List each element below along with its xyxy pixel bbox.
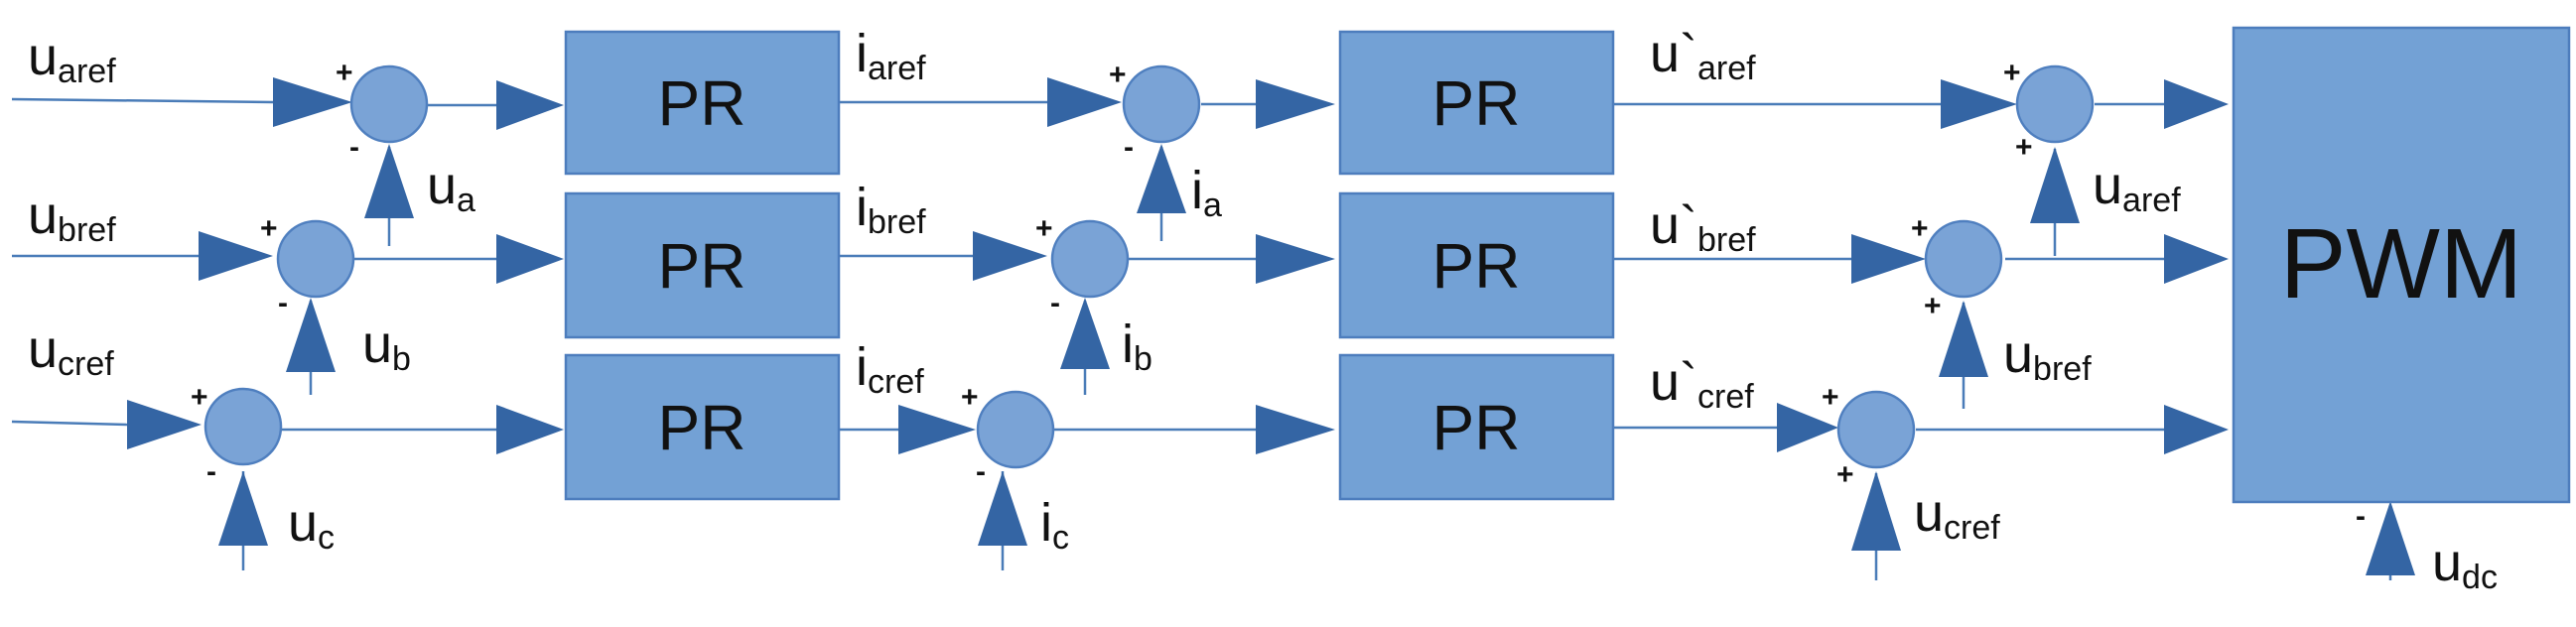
arrow-c-sum3: [1777, 403, 1838, 452]
pr-label-current-b: PR: [658, 230, 746, 302]
label-u-aref-feedforward: uaref: [2093, 156, 2181, 219]
sign-b1-plus: +: [260, 212, 278, 245]
pr-label-voltage-c: PR: [1432, 392, 1521, 463]
arrow-b-fb2: [1060, 298, 1110, 369]
arrow-a-fb2: [1137, 144, 1186, 213]
arrow-c-pwm: [2164, 405, 2229, 454]
sign-a1-plus: +: [336, 57, 353, 89]
sign-c2-plus: +: [961, 381, 979, 414]
label-u-c-feedback: uc: [288, 493, 335, 557]
label-u-prime-aref: u`aref: [1650, 24, 1756, 87]
label-u-prime-bref: u`bref: [1650, 195, 1756, 259]
sign-a3-plus: +: [2003, 57, 2021, 89]
sign-c2-minus: -: [976, 455, 986, 488]
label-u-dc: udc: [2432, 533, 2498, 596]
sign-b2-plus: +: [1035, 212, 1053, 245]
label-u-cref-feedforward: ucref: [1914, 483, 2000, 547]
sum-a-2: [1122, 64, 1201, 144]
label-i-bref: ibref: [856, 178, 926, 241]
label-u-cref-input: ucref: [28, 319, 114, 383]
label-u-b-feedback: ub: [362, 314, 411, 378]
arrow-b-pr1: [496, 234, 564, 284]
sign-c1-minus: -: [206, 455, 216, 488]
arrow-a-fb1: [364, 144, 414, 218]
label-i-cref: icref: [856, 337, 924, 401]
label-u-aref-input: uaref: [28, 27, 116, 90]
pr-block-voltage-c: [1338, 353, 1615, 501]
pr-block-voltage-a: [1338, 30, 1615, 176]
sum-c-1: [203, 387, 283, 466]
arrow-a-pr1: [496, 80, 564, 130]
arrow-a-pwm: [2164, 79, 2229, 129]
pr-label-current-a: PR: [658, 67, 746, 139]
arrow-a-sum3: [1941, 79, 2017, 129]
label-u-a-feedback: ua: [427, 156, 475, 219]
arrow-c-in: [127, 400, 202, 449]
sign-c3-plus-bottom: +: [1836, 458, 1854, 491]
pr-label-voltage-b: PR: [1432, 230, 1521, 302]
sign-a2-plus: +: [1109, 59, 1127, 91]
pr-label-current-c: PR: [658, 392, 746, 463]
arrow-c-fb1: [218, 471, 268, 546]
pr-block-current-a: [564, 30, 841, 176]
sign-c3-plus: +: [1822, 381, 1839, 414]
arrow-b-sum2: [973, 231, 1047, 281]
arrow-b-sum3: [1851, 234, 1926, 284]
arrow-c-fb3: [1851, 471, 1901, 551]
arrow-b-pr2: [1256, 234, 1335, 284]
sign-a3-plus-bottom: +: [2015, 131, 2033, 164]
arrow-a-in: [273, 77, 352, 127]
pr-block-current-c: [564, 353, 841, 501]
pr-label-voltage-a: PR: [1432, 67, 1521, 139]
arrow-a-pr2: [1256, 79, 1335, 129]
arrow-c-pr1: [496, 405, 564, 454]
arrow-udc: [2366, 501, 2415, 575]
arrow-b-in: [199, 231, 273, 281]
label-i-c-feedback: ic: [1040, 493, 1069, 557]
label-u-prime-cref: u`cref: [1650, 352, 1754, 416]
arrow-c-pr2: [1256, 405, 1335, 454]
label-i-aref: iaref: [856, 24, 926, 87]
sign-b3-plus: +: [1911, 212, 1929, 245]
sum-a-3: [2015, 64, 2095, 144]
label-u-bref-feedforward: ubref: [2003, 324, 2092, 388]
sign-b2-minus: -: [1050, 287, 1060, 319]
arrow-b-fb1: [286, 298, 336, 372]
sum-b-2: [1050, 219, 1130, 299]
sign-c1-plus: +: [191, 381, 208, 414]
sign-udc-minus: -: [2356, 500, 2366, 533]
arrow-a-sum2: [1047, 77, 1122, 127]
sum-c-2: [976, 390, 1055, 469]
label-u-bref-input: ubref: [28, 186, 116, 249]
wire-a-input: [11, 97, 274, 104]
arrow-b-fb3: [1939, 301, 1988, 377]
sum-a-1: [349, 64, 429, 144]
sum-b-3: [1924, 219, 2003, 299]
arrow-c-sum2: [898, 405, 976, 454]
arrow-c-fb2: [978, 471, 1027, 546]
arrow-a-fb3: [2030, 147, 2080, 223]
wire-c-input: [11, 420, 128, 427]
label-i-b-feedback: ib: [1122, 314, 1152, 378]
pwm-block: [2232, 26, 2571, 504]
sign-a2-minus: -: [1124, 131, 1134, 164]
sum-b-1: [276, 219, 355, 299]
sign-b1-minus: -: [278, 287, 288, 319]
pr-block-current-b: [564, 191, 841, 339]
pwm-label: PWM: [2280, 208, 2522, 319]
sum-c-3: [1836, 390, 1916, 469]
arrow-b-pwm: [2164, 234, 2229, 284]
sign-a1-minus: -: [349, 131, 359, 164]
pr-block-voltage-b: [1338, 191, 1615, 339]
sign-b3-plus-bottom: +: [1924, 290, 1942, 322]
label-i-a-feedback: ia: [1191, 161, 1222, 224]
